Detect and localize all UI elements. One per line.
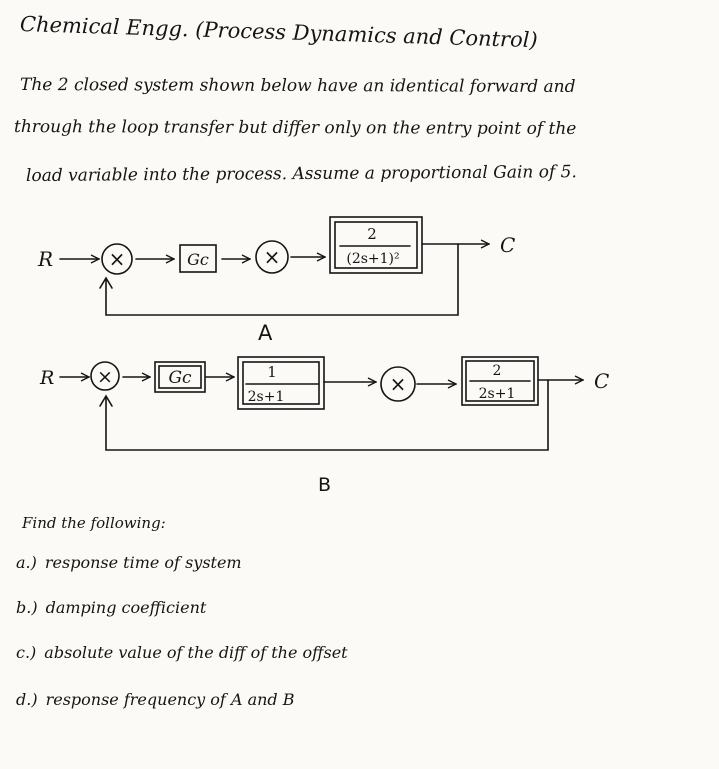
- diagram-b-tf2-outer: [461, 356, 539, 406]
- diagram-b-tf2-numerator: 2: [493, 363, 502, 379]
- diagram-b-feedback-path: [105, 379, 549, 451]
- diagram-b-load-symbol: ×: [390, 372, 407, 396]
- diagram-b: R × Gc 1 2s+1 × 2 2s+1 C: [39, 356, 609, 496]
- diagram-a-load-junction: [255, 240, 289, 274]
- diagram-b-tf1-denominator: 2s+1: [248, 389, 285, 405]
- diagram-b-controller-label: Gc: [168, 368, 192, 388]
- question-text: response time of system: [44, 553, 242, 572]
- question-label: b.): [16, 598, 38, 617]
- diagram-b-controller-inner: [158, 365, 202, 389]
- question-label: d.): [16, 690, 38, 709]
- diagram-b-output-label: C: [594, 369, 609, 393]
- question-item: c.) absolute value of the diff of the off…: [16, 643, 348, 662]
- question-item: a.) response time of system: [16, 553, 242, 572]
- diagram-b-tf1-numerator: 1: [267, 363, 277, 381]
- diagram-a-feedback-path: [105, 243, 459, 316]
- diagram-b-tf2-denominator: 2s+1: [479, 386, 516, 402]
- diagram-a-load-symbol: ×: [264, 245, 281, 269]
- question-text: response frequency of A and B: [45, 690, 295, 709]
- diagram-a-summing-junction: [101, 243, 133, 275]
- diagram-a-process-inner-box: [334, 221, 418, 269]
- diagram-a-controller-label: Gc: [187, 250, 209, 269]
- diagram-a-label: A: [258, 321, 273, 345]
- question-text: damping coefficient: [45, 598, 207, 617]
- diagram-b-label: B: [318, 474, 331, 496]
- diagram-a-controller-block: [179, 244, 217, 273]
- diagram-b-tf2-inner: [465, 360, 535, 402]
- diagram-a-input-label: R: [37, 247, 53, 271]
- question-label: a.): [16, 553, 37, 572]
- diagram-a-process-outer-box: [329, 216, 423, 274]
- diagram-b-input-label: R: [39, 367, 54, 389]
- diagram-a-output-label: C: [500, 233, 515, 257]
- diagram-a-process-numerator: 2: [367, 225, 377, 243]
- diagram-b-summer-symbol: ×: [97, 366, 113, 388]
- diagram-b-tf1-outer: [237, 356, 325, 410]
- diagram-a: R × Gc × 2 (2s+1)² C A: [37, 216, 515, 345]
- diagram-b-summing-junction: [90, 361, 120, 391]
- question-item: b.) damping coefficient: [16, 598, 206, 617]
- question-label: c.): [16, 643, 37, 662]
- diagram-a-summer-symbol: ×: [109, 247, 126, 271]
- diagram-b-controller-outer: [154, 361, 206, 393]
- diagram-a-process-denominator: (2s+1)²: [346, 251, 399, 267]
- question-text: absolute value of the diff of the offset: [44, 643, 348, 662]
- diagram-b-tf1-inner: [242, 361, 320, 405]
- question-item: d.) response frequency of A and B: [16, 690, 295, 709]
- questions-heading: Find the following:: [22, 514, 166, 532]
- diagram-b-load-junction: [380, 366, 416, 402]
